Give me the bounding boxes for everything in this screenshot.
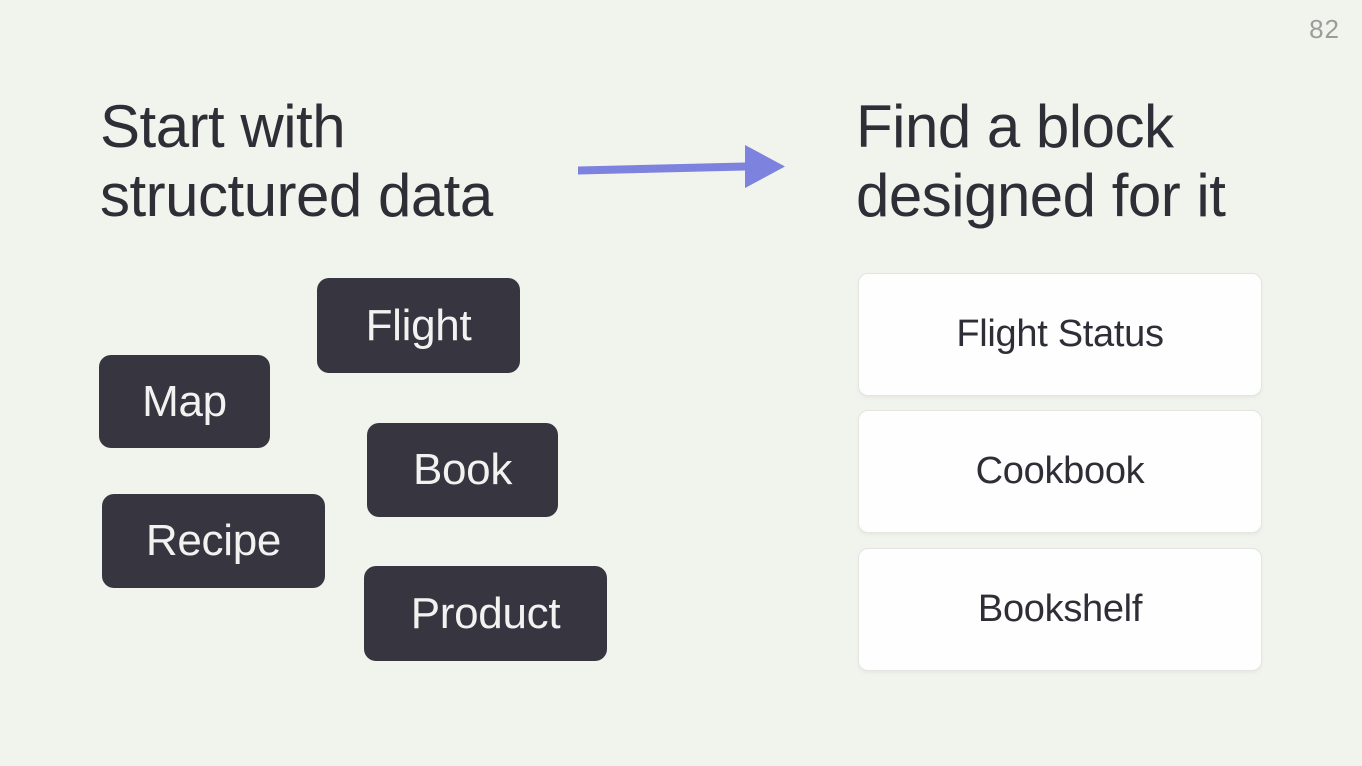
left-heading-line-2: structured data — [100, 162, 493, 229]
card-bookshelf: Bookshelf — [858, 548, 1262, 671]
arrow-right-icon — [570, 140, 790, 196]
tag-map: Map — [99, 355, 270, 448]
right-heading-line-2: designed for it — [856, 162, 1226, 229]
tag-product: Product — [364, 566, 607, 661]
card-flight-status: Flight Status — [858, 273, 1262, 396]
right-heading: Find a block designed for it — [856, 92, 1226, 230]
tag-book: Book — [367, 423, 558, 517]
left-heading-line-1: Start with — [100, 93, 346, 160]
card-cookbook: Cookbook — [858, 410, 1262, 533]
tag-flight: Flight — [317, 278, 520, 373]
right-heading-line-1: Find a block — [856, 93, 1174, 160]
page-number: 82 — [1309, 14, 1340, 44]
tag-recipe: Recipe — [102, 494, 325, 588]
left-heading: Start with structured data — [100, 92, 493, 230]
